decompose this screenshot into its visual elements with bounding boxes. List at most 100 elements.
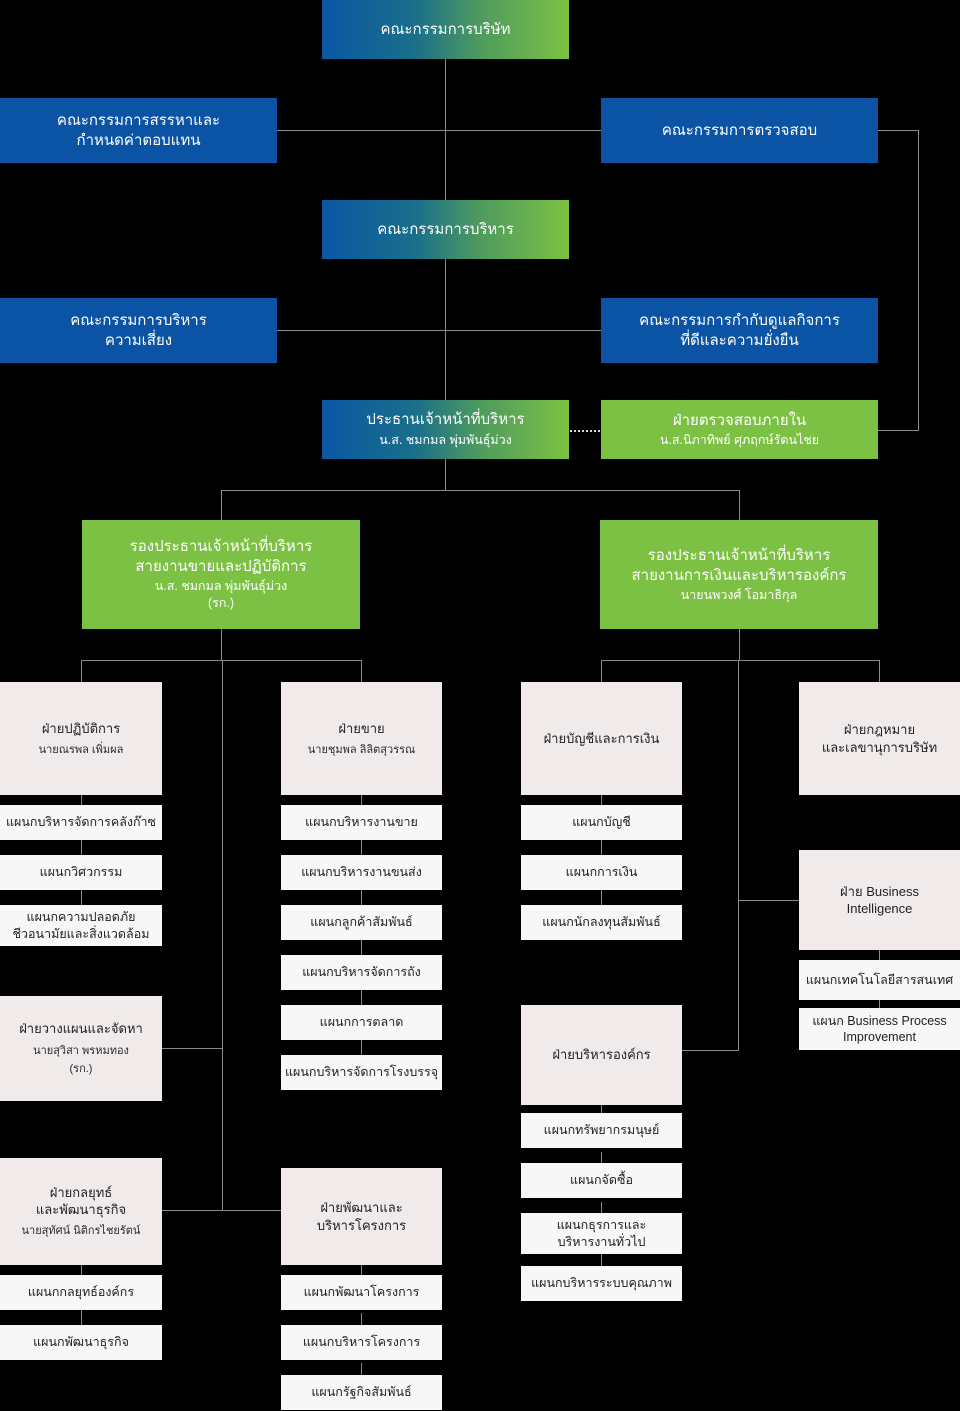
node-vp-finance-corporate[interactable]: รองประธานเจ้าหน้าที่บริหาร สายงานการเงิน… bbox=[600, 520, 878, 629]
section-finance[interactable]: แผนกการเงิน bbox=[521, 855, 682, 890]
section-government-relations[interactable]: แผนกรัฐกิจสัมพันธ์ bbox=[281, 1375, 442, 1410]
section-business-process-improvement[interactable]: แผนก Business Process Improvement bbox=[799, 1008, 960, 1050]
connector-col34-bus bbox=[601, 660, 879, 661]
vp-sales-line1: รองประธานเจ้าหน้าที่บริหาร bbox=[129, 538, 313, 556]
dept-legal-company-secretary[interactable]: ฝ่ายกฎหมาย และเลขานุการบริษัท bbox=[799, 682, 960, 795]
connector-col2-drop bbox=[361, 660, 362, 682]
section-project-development[interactable]: แผนกพัฒนาโครงการ bbox=[281, 1275, 442, 1310]
vp-sales-line2: สายงานขายและปฏิบัติการ bbox=[135, 558, 307, 575]
nomination-line1: คณะกรรมการสรรหาและ bbox=[56, 111, 221, 129]
section-filling-plant-label: แผนกบริหารจัดการโรงบรรจุ bbox=[284, 1065, 439, 1080]
connector-vp-right-down bbox=[739, 490, 740, 520]
section-bpi-line2: Improvement bbox=[843, 1030, 916, 1044]
section-quality-system-management[interactable]: แผนกบริหารระบบคุณภาพ bbox=[521, 1266, 682, 1301]
stub-col2-c bbox=[361, 890, 362, 905]
dept-planning-name: นายสุวิสา พรหมทอง bbox=[33, 1044, 129, 1057]
section-customer-relations[interactable]: แผนกลูกค้าสัมพันธ์ bbox=[281, 905, 442, 940]
executive-committee-title: คณะกรรมการบริหาร bbox=[377, 220, 514, 238]
internal-audit-title: ฝ่ายตรวจสอบภายใน bbox=[672, 411, 807, 429]
section-project-management[interactable]: แผนกบริหารโครงการ bbox=[281, 1325, 442, 1360]
dept-operations-name: นายณรพล เพิ่มผล bbox=[38, 743, 124, 756]
section-project-management-label: แผนกบริหารโครงการ bbox=[302, 1335, 421, 1350]
section-marketing[interactable]: แผนกการตลาด bbox=[281, 1005, 442, 1040]
dept-accounting-finance[interactable]: ฝ่ายบัญชีและการเงิน bbox=[521, 682, 682, 795]
connector-board-down bbox=[445, 59, 446, 230]
governance-line2: ที่ดีและความยั่งยืน bbox=[680, 331, 799, 349]
section-accounting[interactable]: แผนกบัญชี bbox=[521, 805, 682, 840]
dept-planning-acting: (รก.) bbox=[69, 1063, 93, 1076]
connector-col1-drop bbox=[81, 660, 82, 682]
dept-strategy-name: นายสุทัศน์ นิติกรไชยรัตน์ bbox=[21, 1225, 141, 1238]
section-general-administration[interactable]: แผนกธุรการและ บริหารงานทั่วไป bbox=[521, 1213, 682, 1254]
node-nomination-committee[interactable]: คณะกรรมการสรรหาและ กำหนดค่าตอบแทน bbox=[0, 98, 277, 163]
connector-col1-strategy-branch bbox=[162, 1210, 283, 1211]
section-human-resources-label: แผนกทรัพยากรมนุษย์ bbox=[543, 1123, 660, 1138]
node-board-of-directors[interactable]: คณะกรรมการบริษัท bbox=[322, 0, 569, 59]
section-human-resources[interactable]: แผนกทรัพยากรมนุษย์ bbox=[521, 1113, 682, 1148]
node-internal-audit[interactable]: ฝ่ายตรวจสอบภายใน น.ส.นิภาทิพย์ ศุภฤกษ์รั… bbox=[601, 400, 878, 459]
dept-strategy-line1: ฝ่ายกลยุทธ์ bbox=[49, 1185, 113, 1201]
section-information-technology[interactable]: แผนกเทคโนโลยีสารสนเทศ bbox=[799, 960, 960, 1000]
dept-planning-procurement[interactable]: ฝ่ายวางแผนและจัดหา นายสุวิสา พรหมทอง (รก… bbox=[0, 996, 162, 1101]
section-business-development[interactable]: แผนกพัฒนาธุรกิจ bbox=[0, 1325, 162, 1360]
vp-finance-line2: สายงานการเงินและบริหารองค์กร bbox=[631, 566, 847, 584]
section-cylinder-management[interactable]: แผนกบริหารจัดการถัง bbox=[281, 955, 442, 990]
vp-sales-acting: (รก.) bbox=[207, 596, 235, 611]
section-transport-label: แผนกบริหารงานขนส่ง bbox=[301, 865, 422, 880]
node-audit-committee[interactable]: คณะกรรมการตรวจสอบ bbox=[601, 98, 878, 163]
stub-col2-i bbox=[361, 1363, 362, 1377]
dept-sales-name: นายชุมพล ลิลิตสุวรรณ bbox=[307, 743, 416, 756]
stub-col4-a bbox=[879, 950, 880, 960]
stub-col2-f bbox=[361, 1040, 362, 1055]
section-filling-plant-management[interactable]: แผนกบริหารจัดการโรงบรรจุ bbox=[281, 1055, 442, 1090]
section-corporate-strategy[interactable]: แผนกกลยุทธ์องค์กร bbox=[0, 1275, 162, 1310]
stub-col3-a bbox=[601, 795, 602, 805]
dept-legal-line2: และเลขานุการบริษัท bbox=[821, 739, 938, 755]
stub-col2-e bbox=[361, 990, 362, 1005]
dept-project-development-management[interactable]: ฝ่ายพัฒนาและ บริหารโครงการ bbox=[281, 1168, 442, 1265]
connector-vp-left-down bbox=[221, 490, 222, 520]
connector-col12-bus bbox=[81, 660, 362, 661]
section-investor-relations[interactable]: แผนกนักลงทุนสัมพันธ์ bbox=[521, 905, 682, 940]
section-procurement[interactable]: แผนกจัดซื้อ bbox=[521, 1163, 682, 1198]
vp-finance-line1: รองประธานเจ้าหน้าที่บริหาร bbox=[647, 546, 831, 564]
stub-col3-c bbox=[601, 890, 602, 905]
section-business-development-label: แผนกพัฒนาธุรกิจ bbox=[33, 1335, 129, 1350]
stub-col3-g bbox=[601, 1253, 602, 1267]
connector-vp-split-horizontal bbox=[221, 490, 740, 491]
node-ceo[interactable]: ประธานเจ้าหน้าที่บริหาร น.ส. ชมกมล พุ่มพ… bbox=[322, 400, 569, 459]
dept-strategy-line2: และพัฒนาธุรกิจ bbox=[35, 1202, 127, 1218]
dept-business-intelligence[interactable]: ฝ่าย Business Intelligence bbox=[799, 850, 960, 950]
section-she-line1: แผนกความปลอดภัย bbox=[26, 910, 136, 924]
section-transport-administration[interactable]: แผนกบริหารงานขนส่ง bbox=[281, 855, 442, 890]
section-sales-administration[interactable]: แผนกบริหารงานขาย bbox=[281, 805, 442, 840]
dept-accounting-line1: ฝ่ายบัญชีและการเงิน bbox=[543, 730, 660, 746]
stub-col1-a bbox=[81, 795, 82, 805]
section-gas-depot-management[interactable]: แผนกบริหารจัดการคลังก๊าซ bbox=[0, 805, 162, 840]
stub-col3-d bbox=[601, 1105, 602, 1115]
section-engineering[interactable]: แผนกวิศวกรรม bbox=[0, 855, 162, 890]
dept-bi-line2: Intelligence bbox=[846, 901, 913, 916]
stub-col1-d bbox=[81, 1265, 82, 1275]
node-vp-sales-operations[interactable]: รองประธานเจ้าหน้าที่บริหาร สายงานขายและป… bbox=[82, 520, 360, 629]
node-executive-committee[interactable]: คณะกรรมการบริหาร bbox=[322, 200, 569, 259]
node-risk-committee[interactable]: คณะกรรมการบริหาร ความเสี่ยง bbox=[0, 298, 277, 363]
connector-audit-right-bottom bbox=[876, 430, 919, 431]
connector-vp-finance-down bbox=[739, 629, 740, 660]
stub-col3-b bbox=[601, 840, 602, 855]
section-investor-relations-label: แผนกนักลงทุนสัมพันธ์ bbox=[542, 915, 661, 930]
internal-audit-name: น.ส.นิภาทิพย์ ศุภฤกษ์รัตนไชย bbox=[659, 432, 820, 447]
ceo-title: ประธานเจ้าหน้าที่บริหาร bbox=[366, 411, 525, 429]
dept-operations[interactable]: ฝ่ายปฏิบัติการ นายณรพล เพิ่มผล bbox=[0, 682, 162, 795]
section-safety-health-environment[interactable]: แผนกความปลอดภัย ชีวอนามัยและสิ่งแวดล้อม bbox=[0, 905, 162, 946]
section-sales-admin-label: แผนกบริหารงานขาย bbox=[305, 815, 418, 830]
dept-corporate-administration[interactable]: ฝ่ายบริหารองค์กร bbox=[521, 1005, 682, 1105]
node-governance-committee[interactable]: คณะกรรมการกำกับดูแลกิจการ ที่ดีและความยั… bbox=[601, 298, 878, 363]
section-cylinder-label: แผนกบริหารจัดการถัง bbox=[302, 965, 421, 980]
section-government-relations-label: แผนกรัฐกิจสัมพันธ์ bbox=[311, 1385, 412, 1400]
nomination-line2: กำหนดค่าตอบแทน bbox=[76, 131, 201, 149]
dept-sales[interactable]: ฝ่ายขาย นายชุมพล ลิลิตสุวรรณ bbox=[281, 682, 442, 795]
dept-strategy-business-development[interactable]: ฝ่ายกลยุทธ์ และพัฒนาธุรกิจ นายสุทัศน์ นิ… bbox=[0, 1158, 162, 1265]
stub-col2-d bbox=[361, 940, 362, 955]
